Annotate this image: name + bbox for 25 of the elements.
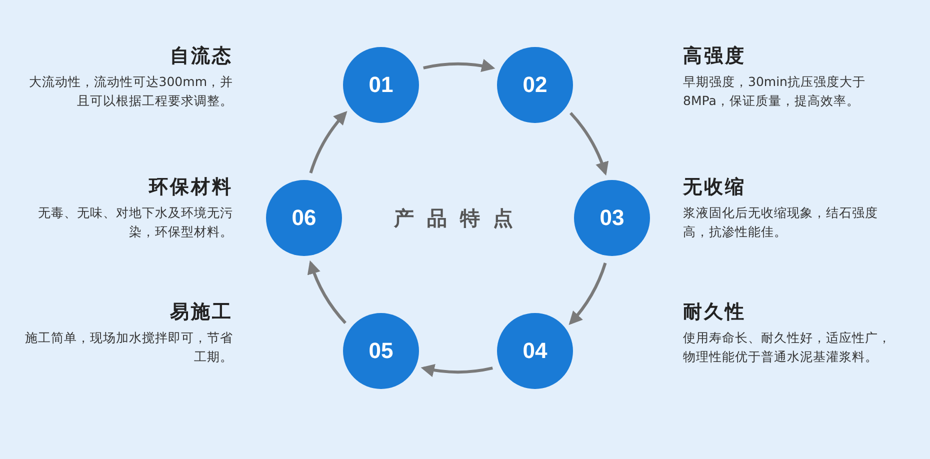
feature-heading: 环保材料 [148, 175, 233, 199]
feature-description: 施工简单，现场加水搅拌即可，节省工期。 [24, 329, 233, 366]
feature-description: 大流动性，流动性可达300mm，并且可以根据工程要求调整。 [28, 73, 233, 110]
curved-arrow [569, 112, 608, 176]
step-circle: 06 [266, 180, 342, 256]
curved-arrow [308, 260, 347, 324]
curved-arrow [309, 110, 348, 174]
feature-description: 使用寿命长、耐久性好，适应性广，物理性能优于普通水泥基灌浆料。 [683, 329, 892, 366]
step-circle: 02 [497, 46, 573, 123]
curved-arrow [568, 262, 607, 326]
feature-description: 浆液固化后无收缩现象，结石强度高，抗渗性能佳。 [683, 204, 879, 241]
feature-heading: 耐久性 [683, 300, 747, 324]
curved-arrow [420, 363, 493, 377]
step-circle: 03 [574, 180, 650, 256]
feature-heading: 高强度 [683, 44, 747, 68]
step-circle: 05 [343, 313, 419, 390]
step-circle: 04 [497, 313, 573, 390]
step-circle: 01 [343, 46, 419, 123]
feature-description: 无毒、无味、对地下水及环境无污染，环保型材料。 [37, 204, 233, 241]
feature-heading: 无收缩 [683, 175, 747, 199]
curved-arrow [423, 59, 496, 73]
feature-description: 早期强度，30min抗压强度大于8MPa，保证质量，提高效率。 [683, 73, 866, 110]
diagram-title: 产品特点 [392, 205, 527, 231]
feature-heading: 易施工 [169, 300, 233, 324]
feature-heading: 自流态 [169, 44, 233, 68]
